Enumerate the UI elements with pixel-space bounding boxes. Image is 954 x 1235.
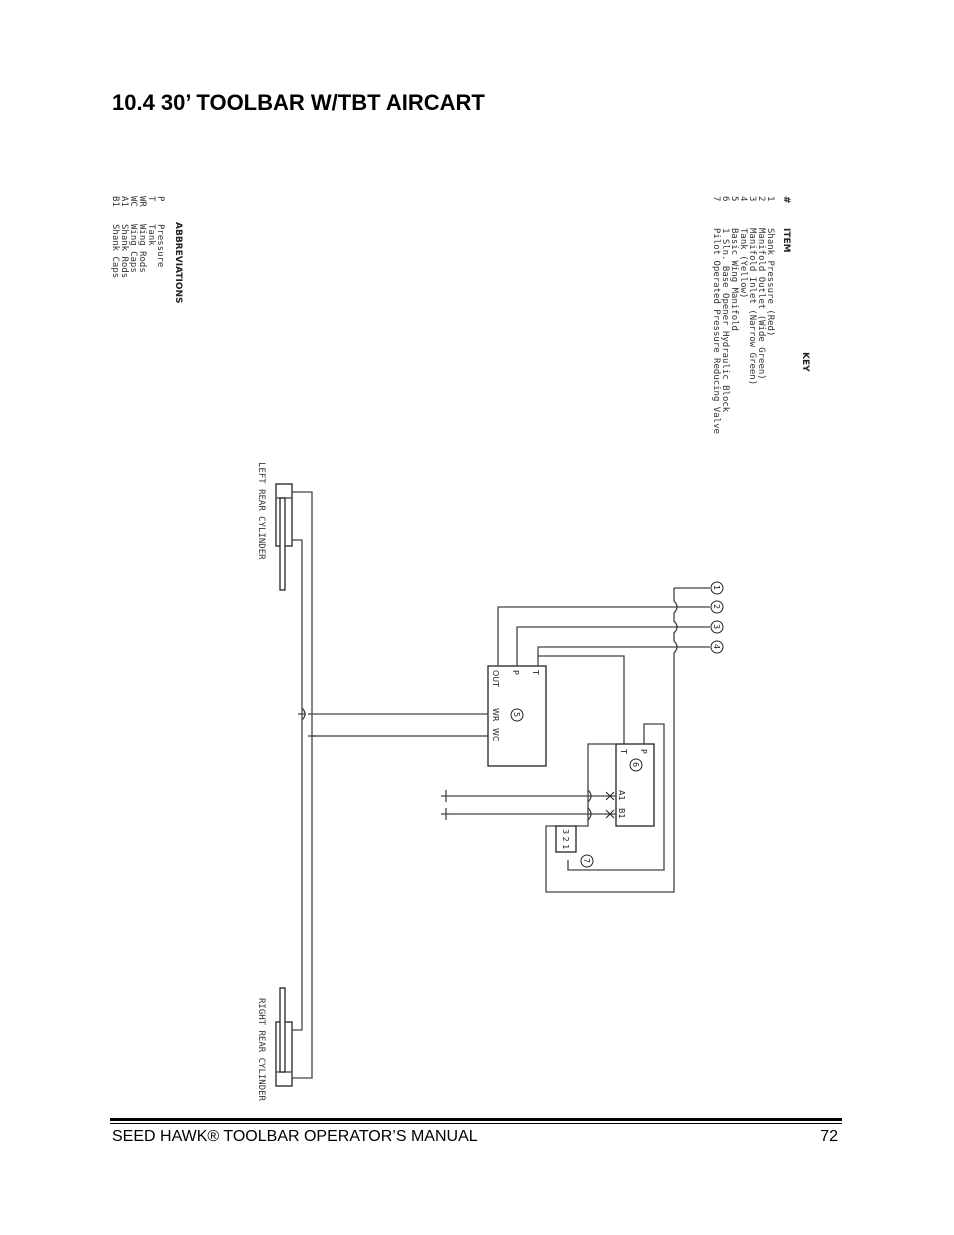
manifold-t: T bbox=[531, 669, 540, 675]
port-4: 4 bbox=[712, 644, 721, 649]
key-col-num: # bbox=[781, 196, 791, 204]
pressure-reducing-valve: 3 2 1 7 bbox=[555, 825, 594, 868]
key-item-3: Manifold Inlet (Narrow Green) bbox=[747, 228, 757, 385]
block-a1: A1 bbox=[617, 790, 626, 801]
right-cylinder-label: RIGHT REAR CYLINDER bbox=[256, 998, 266, 1102]
abbr-t: T bbox=[146, 196, 156, 202]
key-num-2: 2 bbox=[756, 196, 766, 201]
block-num: 6 bbox=[631, 762, 640, 767]
key-num-7: 7 bbox=[711, 196, 721, 201]
key-item-2: Manifold Outlet (Wide Green) bbox=[756, 228, 766, 380]
abbr-wc-text: Wing Caps bbox=[128, 224, 138, 273]
footer-page-number: 72 bbox=[820, 1128, 838, 1145]
abbr-a1: A1 bbox=[119, 196, 129, 207]
abbr-p: P bbox=[155, 196, 165, 202]
port-3: 3 bbox=[712, 624, 721, 629]
abbreviations-table: ABBREVIATIONS P Pressure T Tank WR Wing … bbox=[110, 196, 183, 304]
port-1: 1 bbox=[712, 585, 721, 590]
block-b1: B1 bbox=[617, 808, 626, 819]
footer-rule-thin bbox=[110, 1123, 842, 1124]
shank-lines bbox=[441, 789, 616, 821]
key-col-item: ITEM bbox=[781, 228, 791, 253]
key-num-4: 4 bbox=[738, 196, 748, 201]
key-num-1: 1 bbox=[765, 196, 775, 201]
key-item-1: Shank Pressure (Red) bbox=[765, 228, 775, 336]
opener-hydraulic-block: 6 P T A1 B1 bbox=[567, 723, 665, 871]
abbr-wr-text: Wing Rods bbox=[137, 224, 147, 273]
block-p: P bbox=[639, 749, 648, 754]
port-lines bbox=[497, 587, 710, 893]
abbr-b1: B1 bbox=[110, 196, 120, 207]
basic-wing-manifold: 5 T P OUT WR WC bbox=[487, 665, 547, 767]
valve-ports: 3 2 1 bbox=[561, 829, 570, 849]
manifold-p: P bbox=[511, 670, 520, 675]
manifold-num: 5 bbox=[512, 712, 521, 717]
manifold-out: OUT bbox=[491, 670, 500, 687]
abbr-heading: ABBREVIATIONS bbox=[173, 222, 183, 304]
key-num-6: 6 bbox=[720, 196, 730, 201]
manifold-wr: WR bbox=[491, 708, 500, 722]
key-heading: KEY bbox=[800, 352, 810, 372]
abbr-b1-text: Shank Caps bbox=[110, 224, 120, 278]
manifold-wc: WC bbox=[491, 728, 500, 742]
footer-rule-thick bbox=[110, 1118, 842, 1121]
key-table: KEY # ITEM 1 Shank Pressure (Red) 2 Mani… bbox=[711, 196, 810, 434]
valve-num: 7 bbox=[582, 858, 591, 863]
key-item-5: Basic Wing Manifold bbox=[729, 228, 739, 331]
key-item-4: Tank (Yellow) bbox=[738, 228, 748, 298]
left-cylinder-label: LEFT REAR CYLINDER bbox=[256, 462, 266, 560]
cylinder-lines bbox=[292, 491, 316, 1079]
key-item-7: Pilot Operated Pressure Reducing Valve bbox=[711, 228, 721, 434]
block-t: T bbox=[619, 748, 628, 754]
abbr-wc: WC bbox=[128, 196, 138, 207]
port-2: 2 bbox=[712, 604, 721, 609]
footer-manual-title: SEED HAWK® TOOLBAR OPERATOR’S MANUAL bbox=[112, 1128, 478, 1145]
abbr-t-text: Tank bbox=[146, 224, 156, 246]
port-circles: 1 2 3 4 bbox=[710, 581, 724, 654]
left-rear-cylinder bbox=[275, 483, 293, 591]
abbr-wr: WR bbox=[137, 196, 147, 207]
right-rear-cylinder bbox=[275, 987, 293, 1087]
key-num-3: 3 bbox=[747, 196, 757, 201]
key-item-6: 1 Sln. Base Opener Hydraulic Block bbox=[720, 228, 730, 413]
abbr-p-text: Pressure bbox=[155, 224, 165, 267]
abbr-a1-text: Shank Rods bbox=[119, 224, 129, 278]
page-title: 10.4 30’ TOOLBAR W/TBT AIRCART bbox=[112, 90, 485, 115]
key-num-5: 5 bbox=[729, 196, 739, 201]
